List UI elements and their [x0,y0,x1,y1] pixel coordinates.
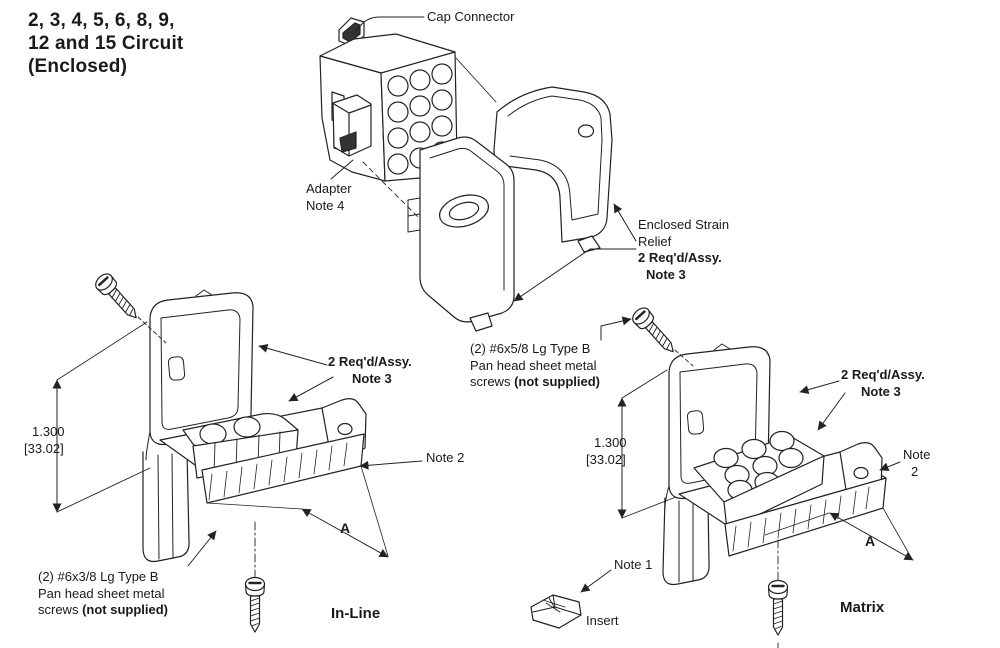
strain-relief-label: Enclosed Strain Relief 2 Req'd/Assy. Not… [638,217,730,282]
cap-connector-leader [354,16,425,32]
insert-label: Insert [586,613,619,628]
inline-reqd-label: 2 Req'd/Assy. Note 3 [328,354,412,386]
inline-reqd-leader [288,376,334,402]
matrix-screws-label: (2) #6x5/8 Lg Type B Pan head sheet meta… [470,341,600,389]
exploded-axis-line [455,57,497,103]
screw-axis-line [674,349,694,367]
screw-icon [628,303,682,360]
adapter-drawing [332,94,372,157]
page-title-line: (Enclosed) [28,55,128,77]
inline-note2-leader [359,460,423,470]
matrix-caption: Matrix [840,599,885,616]
matrix-note2-label: Note 2 [903,447,931,479]
inline-a-dimension [206,465,389,558]
matrix-a-label: A [865,533,876,549]
matrix-dimension [617,369,677,519]
matrix-reqd-leader [817,392,846,431]
insert-note1-label: Note 1 [614,557,653,572]
inline-reqd-leader [258,343,328,366]
insert-drawing [530,594,582,629]
inline-screws-leader [187,530,217,567]
strain-relief-leader [513,248,637,302]
screw-axis-line [137,316,167,344]
inline-a-label: A [340,520,351,536]
adapter-label: Adapter Note 4 [306,181,352,213]
inline-dimension [52,321,151,513]
page-title: 2, 3, 4, 5, 6, 8, 9, 12 and 15 Circuit (… [28,10,183,78]
strain-relief-lower-drawing [407,136,515,332]
inline-assembly-drawing [142,289,367,563]
matrix-a-dimension [764,507,914,561]
cap-connector-label: Cap Connector [427,9,515,24]
strain-relief-leader [613,203,637,242]
page-title-line: 12 and 15 Circuit [28,32,184,54]
inline-screws-label: (2) #6x3/8 Lg Type B Pan head sheet meta… [38,569,168,617]
inline-dimension-label: 1.300 [33.02] [24,424,65,456]
insert-note1-leader [580,569,612,593]
exploded-axis-line [362,161,428,227]
screw-icon [91,269,145,326]
adapter-leader [330,159,354,180]
matrix-reqd-leader [799,380,840,395]
matrix-screws-leader [600,316,632,341]
screw-icon [244,576,266,634]
matrix-reqd-label: 2 Req'd/Assy. Note 3 [841,367,925,399]
screw-icon [767,579,789,637]
matrix-assembly-drawing [662,343,887,586]
page-title-line: 2, 3, 4, 5, 6, 8, 9, [28,10,175,31]
inline-note2-label: Note 2 [426,450,465,465]
matrix-dimension-label: 1.300 [33.02] [586,435,627,467]
inline-caption: In-Line [331,605,381,622]
matrix-note2-leader [879,461,901,472]
